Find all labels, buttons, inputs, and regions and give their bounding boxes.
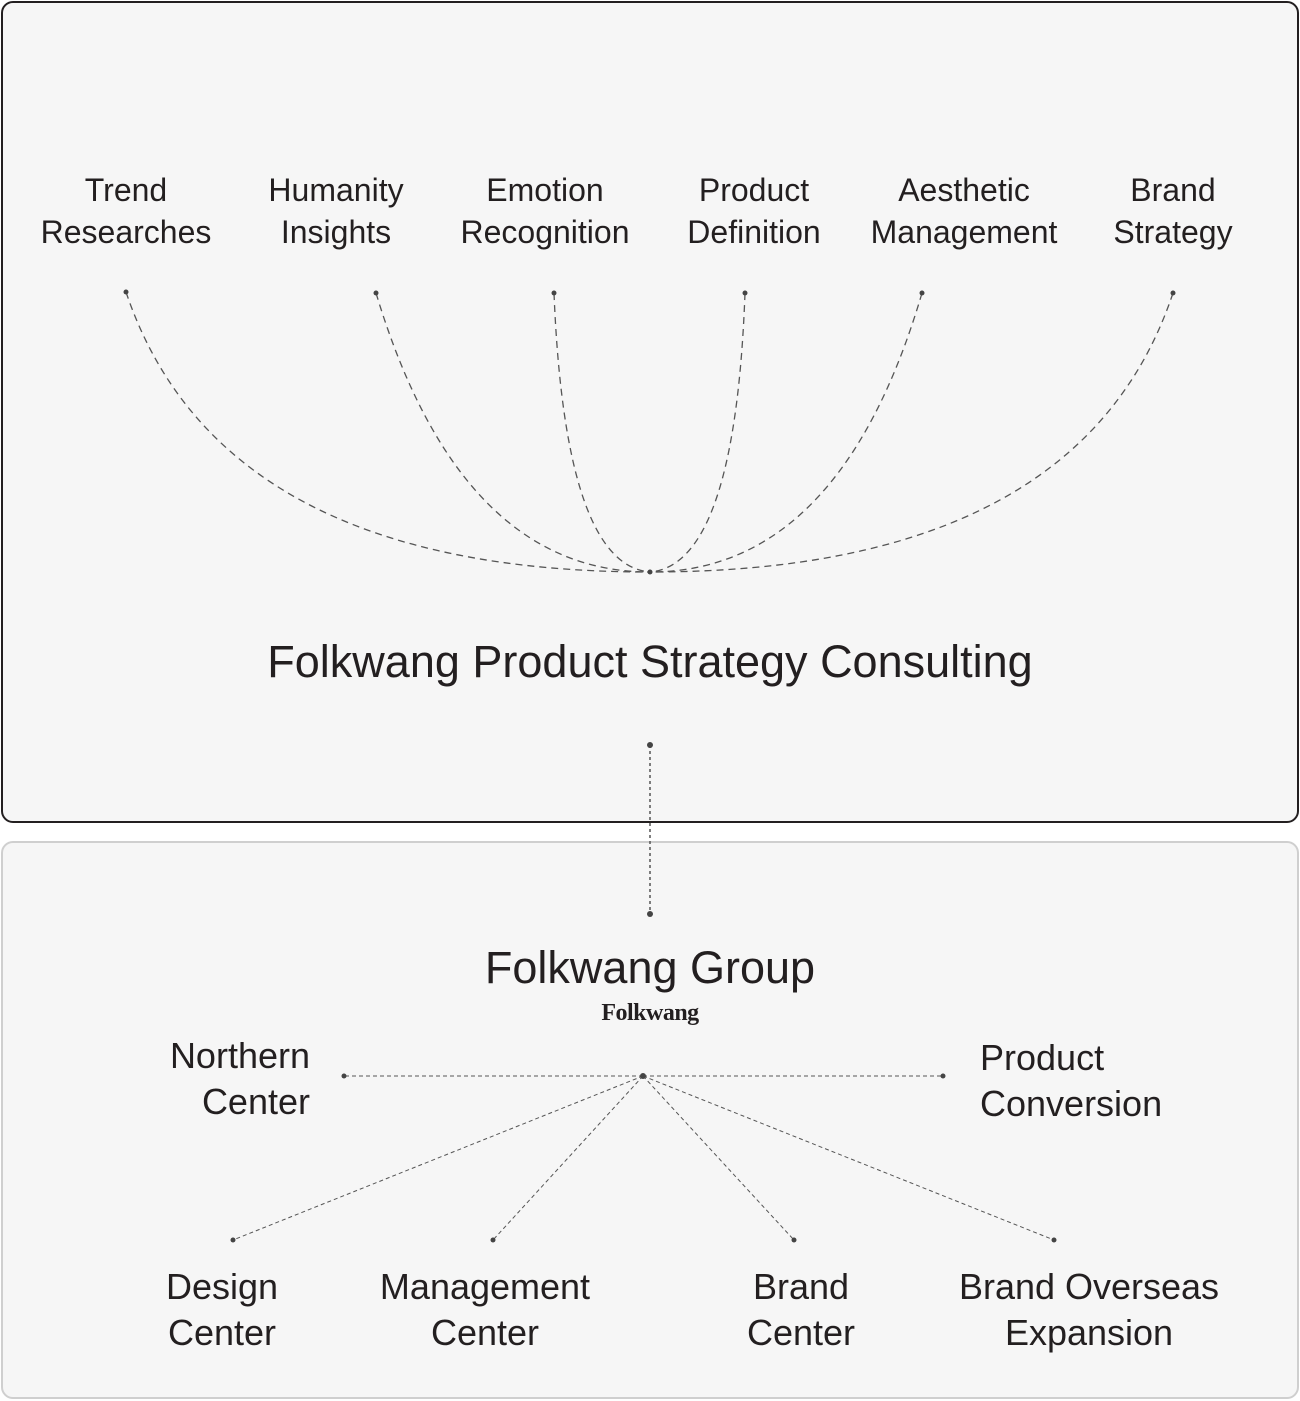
connector-product [649, 292, 746, 573]
label-line: Management [870, 214, 1058, 250]
label-line: Center [430, 1312, 540, 1353]
label-line: Brand [1130, 172, 1216, 208]
label-line: Product [698, 172, 810, 208]
group-panel [1, 841, 1299, 1399]
label-line: Product [980, 1037, 1105, 1078]
label-line: Northern [169, 1035, 310, 1076]
label-line: Design [165, 1266, 279, 1307]
label-line: Insights [280, 214, 392, 250]
label-line: Recognition [460, 214, 630, 250]
label-line: Aesthetic [898, 172, 1030, 208]
label-line: Researches [40, 214, 212, 250]
label-line: Conversion [980, 1083, 1163, 1124]
connector-emotion [553, 292, 651, 573]
label-line: Definition [687, 214, 821, 250]
label-line: Humanity [268, 172, 404, 208]
consulting-panel [1, 1, 1299, 823]
label-line: Center [746, 1312, 856, 1353]
connector-trend [125, 291, 651, 573]
consulting-title: Folkwang Product Strategy Consulting [267, 636, 1033, 687]
node-dots [123, 289, 1176, 1243]
connector-design [232, 1075, 644, 1241]
connector-management [492, 1075, 644, 1241]
label-line: Brand Overseas [958, 1266, 1220, 1307]
label-line: Brand [752, 1266, 850, 1307]
group-title: Folkwang Group [484, 942, 816, 993]
connector-overseas [642, 1075, 1055, 1241]
connector-brand-center [642, 1075, 795, 1241]
connector-aesthetic [649, 292, 923, 573]
label-line: Strategy [1113, 214, 1233, 250]
label-line: Center [167, 1312, 277, 1353]
label-line: Expansion [1004, 1312, 1174, 1353]
label-line: Emotion [486, 172, 604, 208]
connector-humanity [375, 292, 651, 573]
folkwang-logo: Folkwang [601, 1000, 699, 1026]
label-line: Center [201, 1081, 310, 1122]
connector-brand [649, 292, 1174, 573]
label-line: Trend [84, 172, 168, 208]
label-line: Management [379, 1266, 591, 1307]
